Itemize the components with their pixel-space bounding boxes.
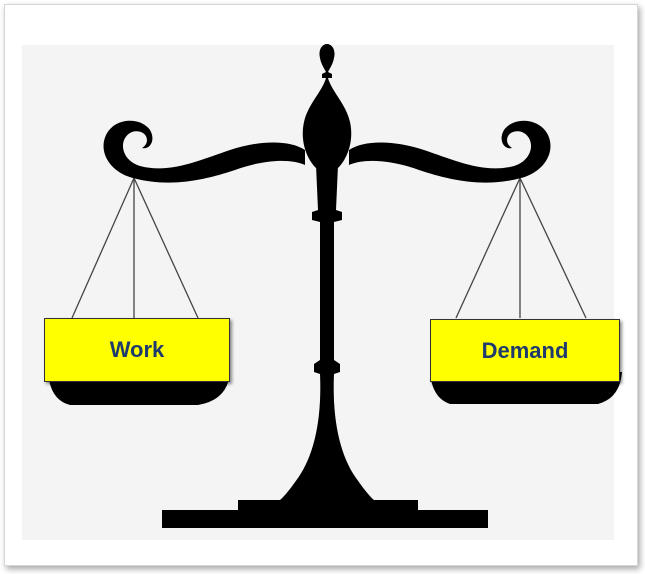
beam-left-end bbox=[103, 120, 306, 183]
base-step-top bbox=[238, 500, 418, 512]
base-plate bbox=[162, 510, 488, 528]
demand-label: Demand bbox=[430, 319, 620, 382]
central-column bbox=[272, 165, 382, 506]
beam-right-end bbox=[349, 120, 551, 183]
work-label: Work bbox=[44, 318, 230, 382]
finial bbox=[302, 44, 352, 168]
left-pan-strings bbox=[71, 177, 199, 319]
right-pan-strings bbox=[455, 177, 587, 319]
